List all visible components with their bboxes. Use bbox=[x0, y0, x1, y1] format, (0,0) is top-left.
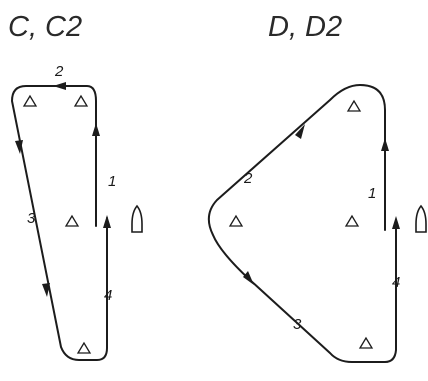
mark-d-top bbox=[346, 99, 362, 112]
boat-icon-c bbox=[131, 204, 143, 233]
direction-arrow-c-leg2 bbox=[53, 82, 66, 90]
direction-arrow-c-leg3-upper bbox=[15, 140, 23, 154]
course-outline-d bbox=[207, 84, 397, 363]
mark-d-middle bbox=[344, 214, 360, 227]
mark-c-middle bbox=[64, 214, 80, 227]
mark-d-bottom bbox=[358, 336, 374, 349]
direction-arrow-d-leg3 bbox=[243, 271, 254, 285]
direction-arrow-d-leg2 bbox=[295, 124, 305, 139]
leg-label-d-1: 1 bbox=[368, 185, 376, 202]
mark-c-top-left bbox=[22, 94, 38, 107]
leg-label-c-4: 4 bbox=[104, 287, 112, 304]
mark-d-left bbox=[228, 214, 244, 227]
course-outline-c bbox=[11, 85, 108, 361]
leg-label-c-3: 3 bbox=[27, 210, 36, 227]
direction-arrow-c-leg1 bbox=[92, 123, 100, 136]
course-panel-c: C, C2 2 1 3 4 bbox=[8, 11, 143, 361]
direction-arrow-d-leg1 bbox=[381, 138, 389, 151]
leg-label-c-2: 2 bbox=[54, 63, 64, 80]
boat-icon-d bbox=[415, 204, 427, 233]
panel-title-c: C, C2 bbox=[8, 11, 82, 43]
course-panel-d: D, D2 2 1 4 3 bbox=[207, 11, 427, 363]
direction-arrow-d-leg4 bbox=[392, 216, 400, 229]
panel-title-d: D, D2 bbox=[268, 11, 342, 43]
leg-label-d-3: 3 bbox=[293, 316, 302, 333]
mark-c-bottom bbox=[76, 341, 92, 354]
leg-label-c-1: 1 bbox=[108, 173, 116, 190]
direction-arrow-c-leg4 bbox=[103, 215, 111, 228]
mark-c-top-right bbox=[73, 94, 89, 107]
leg-label-d-2: 2 bbox=[243, 170, 253, 187]
direction-arrow-c-leg3-lower bbox=[42, 283, 50, 297]
leg-label-d-4: 4 bbox=[392, 274, 400, 291]
